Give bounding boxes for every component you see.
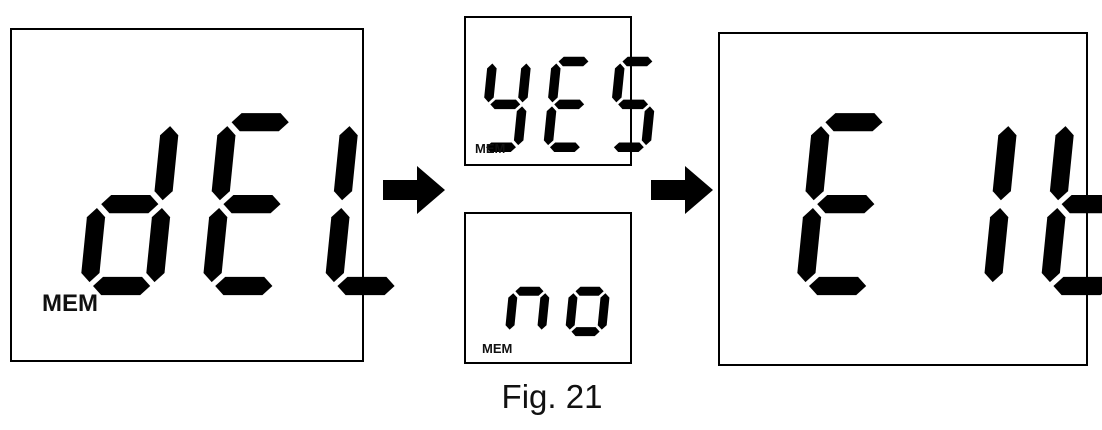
lcd-panel-exit	[718, 32, 1102, 366]
lcd-panel-no: MEM	[464, 212, 632, 364]
mem-indicator: MEM	[482, 341, 513, 356]
lcd-segment	[622, 56, 653, 67]
lcd-digit-d	[81, 126, 179, 296]
lcd-segment	[215, 276, 273, 296]
lcd-segment	[817, 194, 875, 214]
lcd-segment	[325, 207, 350, 283]
lcd-segment	[81, 207, 106, 283]
lcd-panel-yes: MEM	[464, 16, 655, 166]
lcd-digit-E	[797, 113, 883, 296]
lcd-segment	[571, 327, 600, 337]
lcd-segment	[825, 113, 883, 132]
lcd-segment	[490, 99, 521, 110]
lcd-segment	[513, 106, 527, 146]
right-arrow-icon	[383, 166, 445, 214]
lcd-digits-del	[81, 113, 395, 296]
lcd-segment	[93, 276, 151, 296]
lcd-digit-t	[1041, 126, 1102, 296]
lcd-segment	[337, 276, 395, 296]
lcd-digit-1	[984, 126, 1017, 283]
lcd-segment	[558, 56, 589, 67]
lcd-segment	[515, 286, 544, 296]
lcd-segment	[641, 106, 655, 146]
lcd-segment	[1041, 207, 1066, 283]
lcd-segment	[1061, 194, 1102, 214]
lcd-segment	[549, 142, 580, 152]
lcd-digit-E	[203, 113, 289, 296]
lcd-segment	[333, 126, 358, 201]
lcd-digits-yes	[484, 56, 655, 152]
lcd-digit-E	[543, 56, 589, 152]
lcd-digit-o	[565, 286, 610, 337]
lcd-segment	[1053, 276, 1102, 296]
lcd-segment	[223, 194, 281, 214]
lcd-segment	[231, 113, 289, 132]
lcd-segment	[484, 63, 497, 103]
lcd-segment	[537, 293, 550, 330]
lcd-digit-S	[612, 56, 655, 152]
lcd-segment	[101, 194, 159, 214]
lcd-segment	[486, 142, 516, 152]
lcd-segment	[548, 63, 561, 103]
lcd-segment	[575, 286, 604, 296]
lcd-panel-del: MEM	[10, 28, 395, 362]
lcd-digit-Y	[484, 63, 531, 152]
lcd-digit-n	[505, 286, 550, 330]
lcd-segment	[543, 106, 557, 146]
mem-indicator: MEM	[42, 290, 98, 317]
lcd-segment	[597, 293, 610, 330]
lcd-segment	[797, 207, 822, 283]
lcd-digit-L	[325, 126, 395, 296]
lcd-digits-exit	[797, 113, 1102, 296]
lcd-segment	[554, 99, 585, 110]
lcd-segment	[203, 207, 228, 283]
lcd-segment	[805, 126, 830, 201]
lcd-segment	[565, 293, 578, 330]
mem-indicator: MEM	[475, 141, 506, 156]
lcd-segment	[154, 126, 179, 201]
figure-caption: Fig. 21	[501, 378, 603, 415]
right-arrow-icon	[651, 166, 713, 214]
lcd-segment	[211, 126, 236, 201]
lcd-segment	[146, 207, 171, 283]
lcd-segment	[612, 63, 625, 103]
lcd-segment	[1049, 126, 1074, 201]
lcd-segment	[505, 293, 518, 330]
lcd-segment	[618, 99, 649, 110]
lcd-digits-no	[505, 286, 610, 337]
lcd-segment	[992, 126, 1017, 201]
lcd-segment	[984, 207, 1009, 283]
lcd-segment	[809, 276, 867, 296]
lcd-segment	[518, 63, 531, 103]
lcd-segment	[613, 142, 644, 152]
